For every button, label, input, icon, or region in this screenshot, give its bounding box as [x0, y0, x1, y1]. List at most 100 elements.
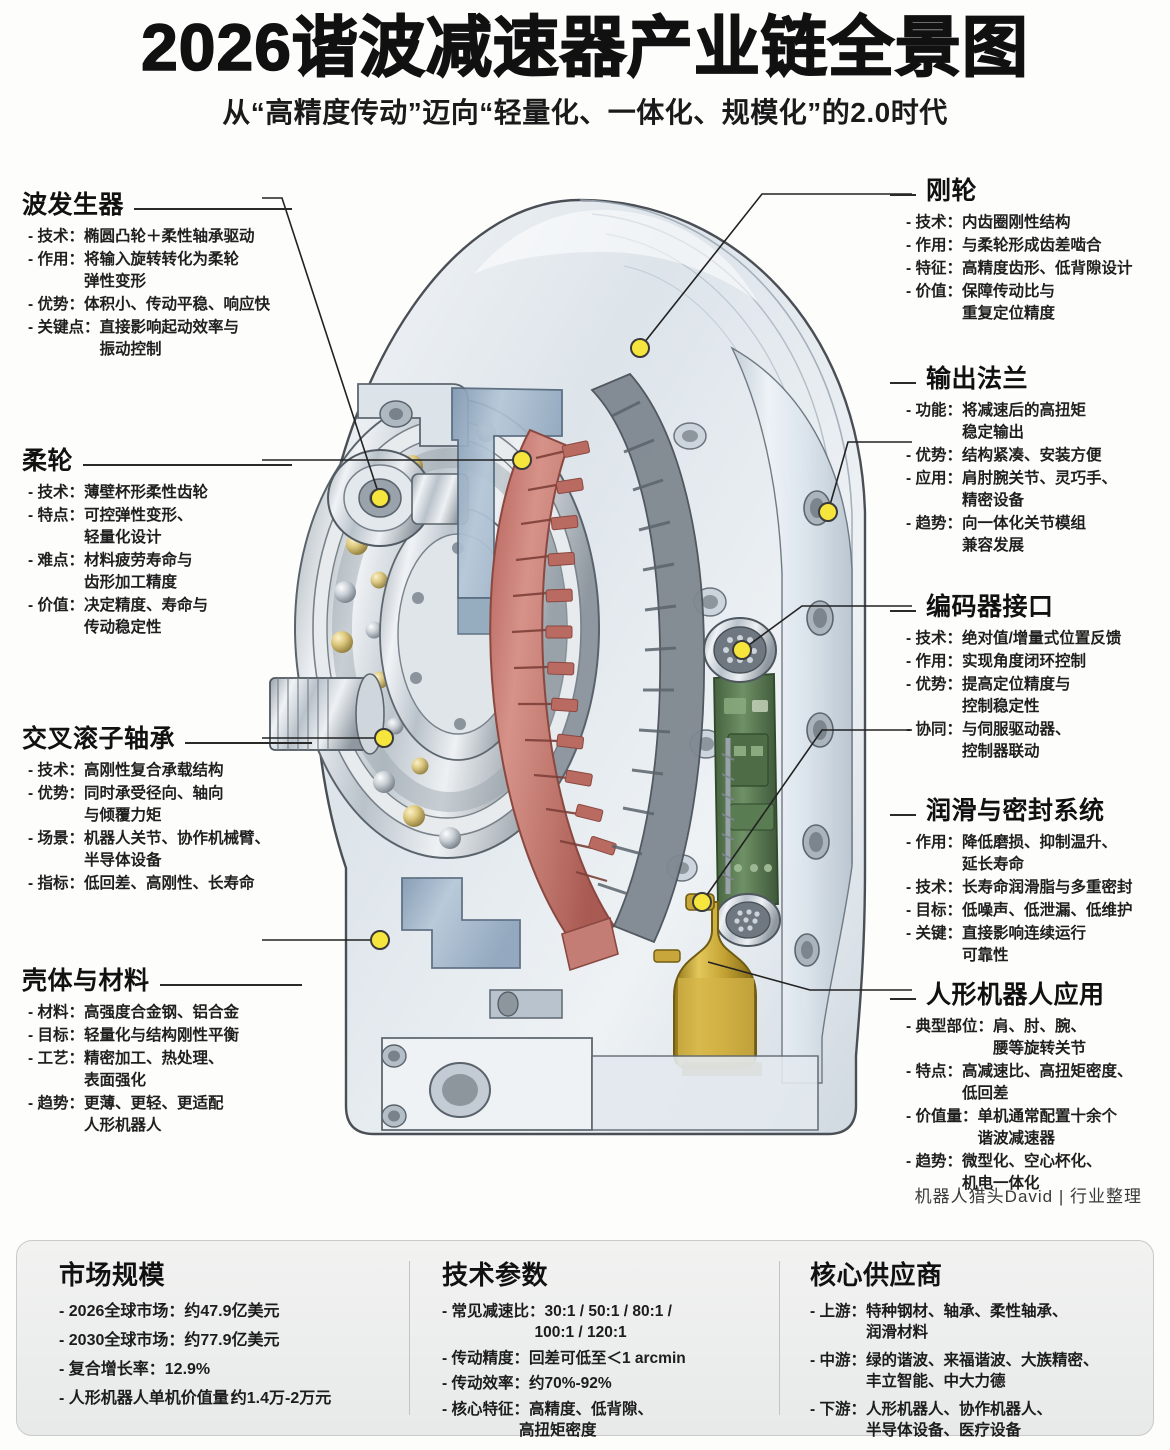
callout-encoder-interface: 编码器接口 - 技术：绝对值/增量式位置反馈 - 作用：实现角度闭环控制 - 优…	[890, 593, 1162, 764]
callout-value: 可控弹性变形、轻量化设计	[83, 506, 193, 546]
callout-value: 肩、肘、腕、腰等旋转关节	[992, 1017, 1086, 1057]
callout-row: - 价值：保障传动比与重复定位精度	[906, 281, 1162, 325]
leader-rule	[890, 813, 916, 816]
summary-key: - 人形机器人单机价值量：	[59, 1390, 245, 1408]
callout-key: - 趋势：	[906, 514, 962, 532]
callout-key: - 功能：	[906, 401, 962, 419]
callout-row: - 难点：材料疲劳寿命与齿形加工精度	[28, 550, 292, 594]
callout-header: 波发生器	[22, 191, 292, 226]
callout-row: - 典型部位：肩、肘、腕、腰等旋转关节	[906, 1016, 1168, 1060]
callout-key: - 指标：	[28, 874, 84, 892]
callout-header: 刚轮	[890, 177, 1162, 212]
callout-key: - 趋势：	[906, 1152, 962, 1170]
callout-key: - 优势：	[28, 784, 84, 802]
callout-value: 直接影响连续运行可靠性	[961, 924, 1086, 964]
page-title: 2026谐波减速器产业链全景图	[140, 10, 1029, 84]
callout-key: - 场景：	[28, 829, 84, 847]
callout-row: - 作用：将输入旋转转化为柔轮弹性变形	[28, 249, 292, 293]
summary-key: - 常见减速比：	[442, 1303, 545, 1320]
callout-row: - 工艺：精密加工、热处理、表面强化	[28, 1048, 302, 1092]
page-header: 2026谐波减速器产业链全景图 从“高精度传动”迈向“轻量化、一体化、规模化”的…	[0, 0, 1170, 131]
callout-row: - 特点：可控弹性变形、轻量化设计	[28, 505, 292, 549]
leader-rule	[890, 997, 916, 1000]
callout-key: - 技术：	[28, 761, 84, 779]
page-subtitle: 从“高精度传动”迈向“轻量化、一体化、规模化”的2.0时代	[222, 97, 948, 129]
callout-key: - 应用：	[906, 469, 962, 487]
callout-title: 柔轮	[22, 447, 74, 475]
callout-title: 人形机器人应用	[926, 981, 1105, 1009]
summary-key: - 中游：	[810, 1351, 866, 1369]
callout-row: - 优势：体积小、传动平稳、响应快	[28, 294, 292, 316]
author-credit: 机器人猎头David | 行业整理	[914, 1187, 1142, 1206]
callout-header: 壳体与材料	[22, 967, 302, 1002]
callout-row: - 技术：椭圆凸轮＋柔性轴承驱动	[28, 226, 292, 248]
callout-output-flange: 输出法兰 - 功能：将减速后的高扭矩稳定输出 - 优势：结构紧凑、安装方便 - …	[890, 365, 1162, 558]
callout-title: 交叉滚子轴承	[22, 725, 176, 753]
callout-value: 低回差、高刚性、长寿命	[83, 874, 255, 892]
callout-value: 向一体化关节模组兼容发展	[961, 514, 1086, 554]
callout-humanoid-application: 人形机器人应用 - 典型部位：肩、肘、腕、腰等旋转关节 - 特点：高减速比、高扭…	[890, 981, 1168, 1196]
callout-value: 体积小、传动平稳、响应快	[83, 295, 270, 313]
callout-key: - 作用：	[906, 652, 962, 670]
callout-title: 输出法兰	[926, 365, 1029, 393]
callout-row: - 优势：同时承受径向、轴向与倾覆力矩	[28, 783, 312, 827]
summary-column-title: 核心供应商	[810, 1260, 943, 1290]
callout-value: 内齿圈刚性结构	[961, 213, 1071, 231]
callout-key: - 作用：	[906, 833, 962, 851]
callout-row: - 技术：薄壁杯形柔性齿轮	[28, 482, 292, 504]
callout-row: - 目标：轻量化与结构刚性平衡	[28, 1025, 302, 1047]
callout-value: 绝对值/增量式位置反馈	[961, 629, 1122, 647]
summary-row: - 下游：人形机器人、协作机器人、半导体设备、医疗设备	[810, 1399, 1129, 1442]
callout-header: 润滑与密封系统	[890, 797, 1168, 832]
callout-wave-generator: 波发生器 - 技术：椭圆凸轮＋柔性轴承驱动 - 作用：将输入旋转转化为柔轮弹性变…	[22, 191, 292, 362]
callout-key: - 作用：	[906, 236, 962, 254]
callout-flexspline: 柔轮 - 技术：薄壁杯形柔性齿轮 - 特点：可控弹性变形、轻量化设计 - 难点：…	[22, 447, 292, 640]
callout-value: 低噪声、低泄漏、低维护	[961, 901, 1133, 919]
encoder-connector-lower	[715, 893, 781, 947]
callout-row: - 趋势：微型化、空心杯化、机电一体化	[906, 1151, 1168, 1195]
callout-key: - 技术：	[906, 878, 962, 896]
callout-row: - 材料：高强度合金钢、铝合金	[28, 1002, 302, 1024]
summary-key: - 2030全球市场：	[59, 1332, 185, 1350]
callout-row: - 技术：长寿命润滑脂与多重密封	[906, 877, 1168, 899]
callout-row: - 作用：实现角度闭环控制	[906, 651, 1162, 673]
callout-row: - 趋势：更薄、更轻、更适配人形机器人	[28, 1093, 302, 1137]
callout-key: - 作用：	[28, 250, 84, 268]
callout-value: 将输入旋转转化为柔轮弹性变形	[83, 250, 239, 290]
summary-column-title: 市场规模	[59, 1260, 166, 1290]
callout-value: 长寿命润滑脂与多重密封	[961, 878, 1133, 896]
callout-value: 薄壁杯形柔性齿轮	[83, 483, 208, 501]
callout-key: - 特点：	[906, 1062, 962, 1080]
summary-value: 人形机器人、协作机器人、半导体设备、医疗设备	[865, 1400, 1052, 1439]
callout-row: - 价值：决定精度、寿命与传动稳定性	[28, 595, 292, 639]
callout-value: 微型化、空心杯化、机电一体化	[961, 1152, 1102, 1192]
summary-key: - 下游：	[810, 1400, 866, 1418]
callout-value: 保障传动比与重复定位精度	[961, 282, 1055, 322]
callout-value: 肩肘腕关节、灵巧手、精密设备	[961, 469, 1117, 509]
callout-key: - 价值：	[28, 596, 84, 614]
callout-value: 高减速比、高扭矩密度、低回差	[961, 1062, 1133, 1102]
callout-value: 高强度合金钢、铝合金	[83, 1003, 239, 1021]
callout-key: - 特征：	[906, 259, 962, 277]
callout-key: - 技术：	[28, 227, 84, 245]
callout-title: 波发生器	[22, 191, 125, 219]
callout-key: - 价值量：	[906, 1107, 978, 1125]
summary-row: - 2026全球市场：约47.9亿美元	[59, 1301, 394, 1323]
leader-rule	[185, 741, 312, 744]
callout-value: 决定精度、寿命与传动稳定性	[83, 596, 208, 636]
summary-value: 约47.9亿美元	[184, 1303, 280, 1320]
callout-value: 提高定位精度与控制稳定性	[961, 675, 1071, 715]
summary-value: 特种钢材、轴承、柔性轴承、润滑材料	[865, 1303, 1068, 1342]
mounting-base	[381, 1037, 819, 1131]
callout-key: - 协同：	[906, 720, 962, 738]
summary-value: 绿的谐波、来福谐波、大族精密、丰立智能、中大力德	[865, 1351, 1099, 1391]
callout-key: - 特点：	[28, 506, 84, 524]
summary-row: - 复合增长率：12.9%	[59, 1359, 394, 1381]
callout-key: - 关键：	[906, 924, 962, 942]
callout-value: 与柔轮形成齿差啮合	[961, 236, 1102, 254]
summary-value: 回差可低至＜1 arcmin	[528, 1349, 686, 1367]
summary-key: - 上游：	[810, 1303, 866, 1320]
callout-value: 精密加工、热处理、表面强化	[83, 1049, 224, 1089]
summary-key: - 复合增长率：	[59, 1361, 165, 1379]
callout-row: - 场景：机器人关节、协作机械臂、半导体设备	[28, 828, 312, 872]
